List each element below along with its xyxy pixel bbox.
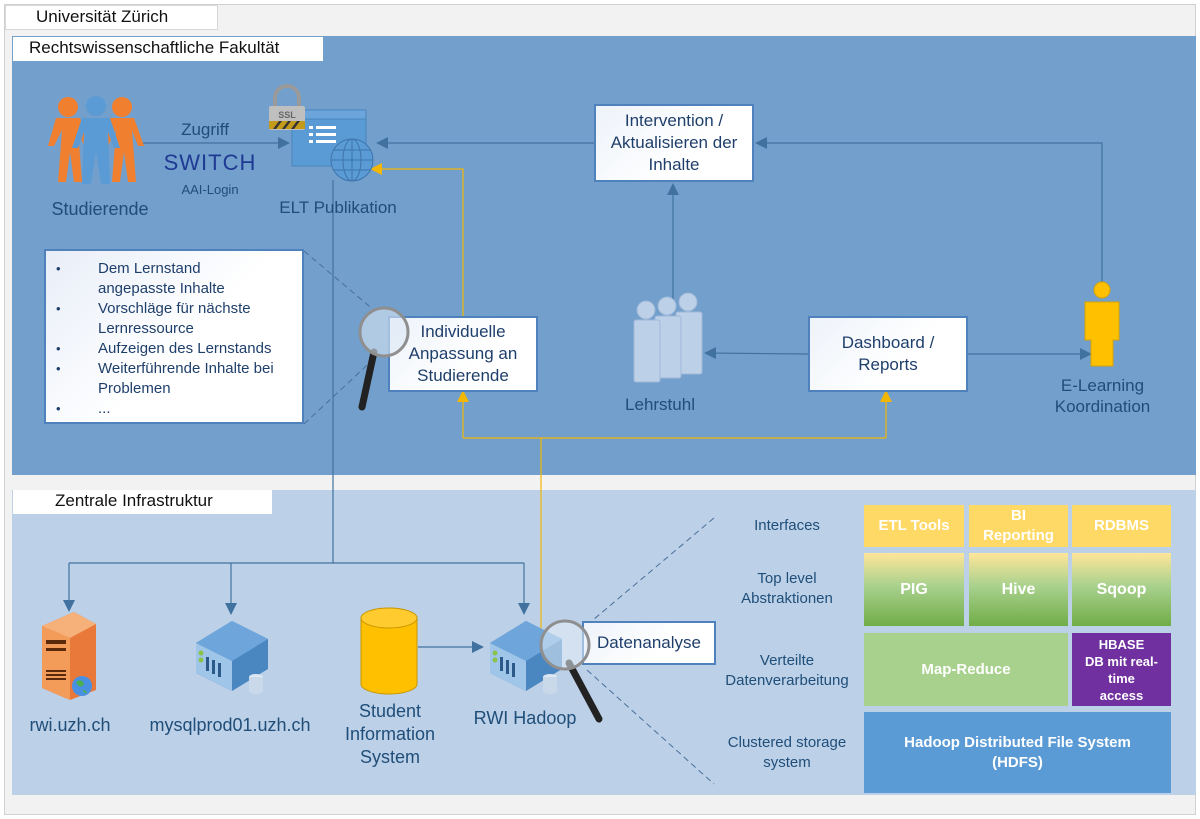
- verteilt-line-2: Datenverarbeitung: [725, 672, 849, 689]
- detail-item: Aufzeigen des Lernstands: [46, 339, 302, 359]
- web-server-icon[interactable]: [38, 610, 102, 702]
- clustered-line-1: Clustered storage: [727, 734, 847, 751]
- dashboard-line-2: Reports: [858, 355, 918, 374]
- detail-item: Vorschläge für nächste Lernressource: [46, 299, 278, 339]
- adaptation-line-2: Anpassung an: [408, 344, 518, 363]
- block-rdbms: RDBMS: [1072, 505, 1171, 547]
- connector-adaptation-elt: [370, 163, 464, 316]
- detail-item: Weiterführende Inhalte bei Problemen: [46, 359, 288, 399]
- adaptation-line-3: Studierende: [417, 366, 509, 385]
- server-label-hadoop: RWI Hadoop: [473, 708, 577, 728]
- database-cylinder-icon[interactable]: [358, 606, 420, 696]
- sis-line-3: System: [359, 747, 420, 767]
- block-pig: PIG: [864, 553, 964, 626]
- layer-label-clustered: Clustered storage system: [712, 733, 862, 773]
- sis-line-2: Information: [344, 724, 436, 744]
- verteilt-line-1: Verteilte: [759, 652, 815, 669]
- bi-line-1: BI: [1011, 507, 1026, 524]
- students-label: Studierende: [51, 199, 149, 219]
- toplevel-line-2: Abstraktionen: [741, 590, 833, 607]
- block-etl-tools: ETL Tools: [864, 505, 964, 547]
- aai-login-label: AAI-Login: [181, 182, 239, 197]
- switch-logo: SWITCH: [163, 150, 257, 175]
- sis-line-1: Student: [358, 701, 422, 721]
- elearning-line-2: Koordination: [1054, 397, 1151, 416]
- intervention-line-2: Aktualisieren der: [610, 133, 738, 152]
- layer-label-toplevel: Top level Abstraktionen: [712, 569, 862, 609]
- person-icon: [1084, 281, 1120, 367]
- hbase-line-1: HBASE: [1098, 636, 1145, 652]
- intervention-line-1: Intervention /: [624, 111, 724, 130]
- intervention-box[interactable]: Intervention / Aktualisieren der Inhalte: [594, 104, 754, 182]
- ssl-lock-icon: SSL: [269, 84, 305, 130]
- svg-text:SSL: SSL: [278, 110, 296, 120]
- dashboard-line-1: Dashboard /: [841, 333, 935, 352]
- database-server-icon[interactable]: [186, 615, 276, 695]
- block-hbase: HBASE DB mit real- time access: [1072, 633, 1171, 706]
- block-hdfs: Hadoop Distributed File System (HDFS): [864, 712, 1171, 793]
- adaptation-details-box: Dem Lernstand angepasste Inhalte Vorschl…: [44, 249, 304, 424]
- zoom-line-bottom: [303, 354, 379, 425]
- bi-line-2: Reporting: [983, 527, 1054, 544]
- chair-label: Lehrstuhl: [625, 395, 695, 414]
- hbase-line-2: DB mit real-: [1085, 653, 1158, 669]
- intervention-line-3: Inhalte: [648, 155, 700, 174]
- analysis-box[interactable]: Datenanalyse: [582, 621, 716, 665]
- detail-item: ...: [46, 399, 302, 419]
- elearning-label: E-Learning Koordination: [1040, 375, 1165, 417]
- toplevel-line-1: Top level: [757, 570, 817, 587]
- magnifier-icon: [358, 306, 410, 411]
- globe-icon: [330, 138, 374, 182]
- adaptation-box[interactable]: Individuelle Anpassung an Studierende: [388, 316, 538, 392]
- elt-publication-icon[interactable]: SSL: [265, 84, 380, 184]
- access-label: Zugriff: [181, 120, 229, 139]
- dashboard-box[interactable]: Dashboard / Reports: [808, 316, 968, 392]
- layer-label-interfaces: Interfaces: [754, 517, 820, 534]
- zoom-line-stack-bottom: [586, 669, 715, 785]
- sis-label: Student Information System: [335, 700, 445, 769]
- connector-elearning-intervention: [755, 137, 1103, 283]
- infrastructure-label: Zentrale Infrastruktur: [13, 490, 272, 514]
- block-sqoop: Sqoop: [1072, 553, 1171, 626]
- people-group-icon: [48, 96, 144, 184]
- block-bi-reporting: BI Reporting: [969, 505, 1068, 547]
- server-label-rwi: rwi.uzh.ch: [29, 715, 111, 735]
- block-hive: Hive: [969, 553, 1068, 626]
- hbase-line-4: access: [1099, 687, 1144, 703]
- hdfs-line-2: (HDFS): [992, 753, 1043, 771]
- elt-label: ELT Publikation: [279, 198, 397, 217]
- university-label: Universität Zürich: [5, 5, 218, 30]
- hbase-line-3: time: [1108, 670, 1135, 686]
- detail-item: Dem Lernstand angepasste Inhalte: [46, 259, 248, 299]
- clustered-line-2: system: [763, 754, 811, 771]
- layer-label-verteilt: Verteilte Datenverarbeitung: [712, 651, 862, 691]
- block-map-reduce: Map-Reduce: [864, 633, 1068, 706]
- magnifier-icon: [539, 619, 603, 723]
- faculty-label: Rechtswissenschaftliche Fakultät: [13, 37, 323, 61]
- hdfs-line-1: Hadoop Distributed File System: [904, 733, 1131, 751]
- server-label-mysql: mysqlprod01.uzh.ch: [149, 715, 311, 735]
- zoom-line-top: [303, 250, 376, 312]
- connector-dashboard-chair: [704, 347, 809, 360]
- adaptation-line-1: Individuelle: [420, 322, 506, 341]
- elearning-line-1: E-Learning: [1060, 376, 1145, 395]
- people-group-icon: [633, 292, 703, 383]
- zoom-line-stack-top: [586, 517, 715, 626]
